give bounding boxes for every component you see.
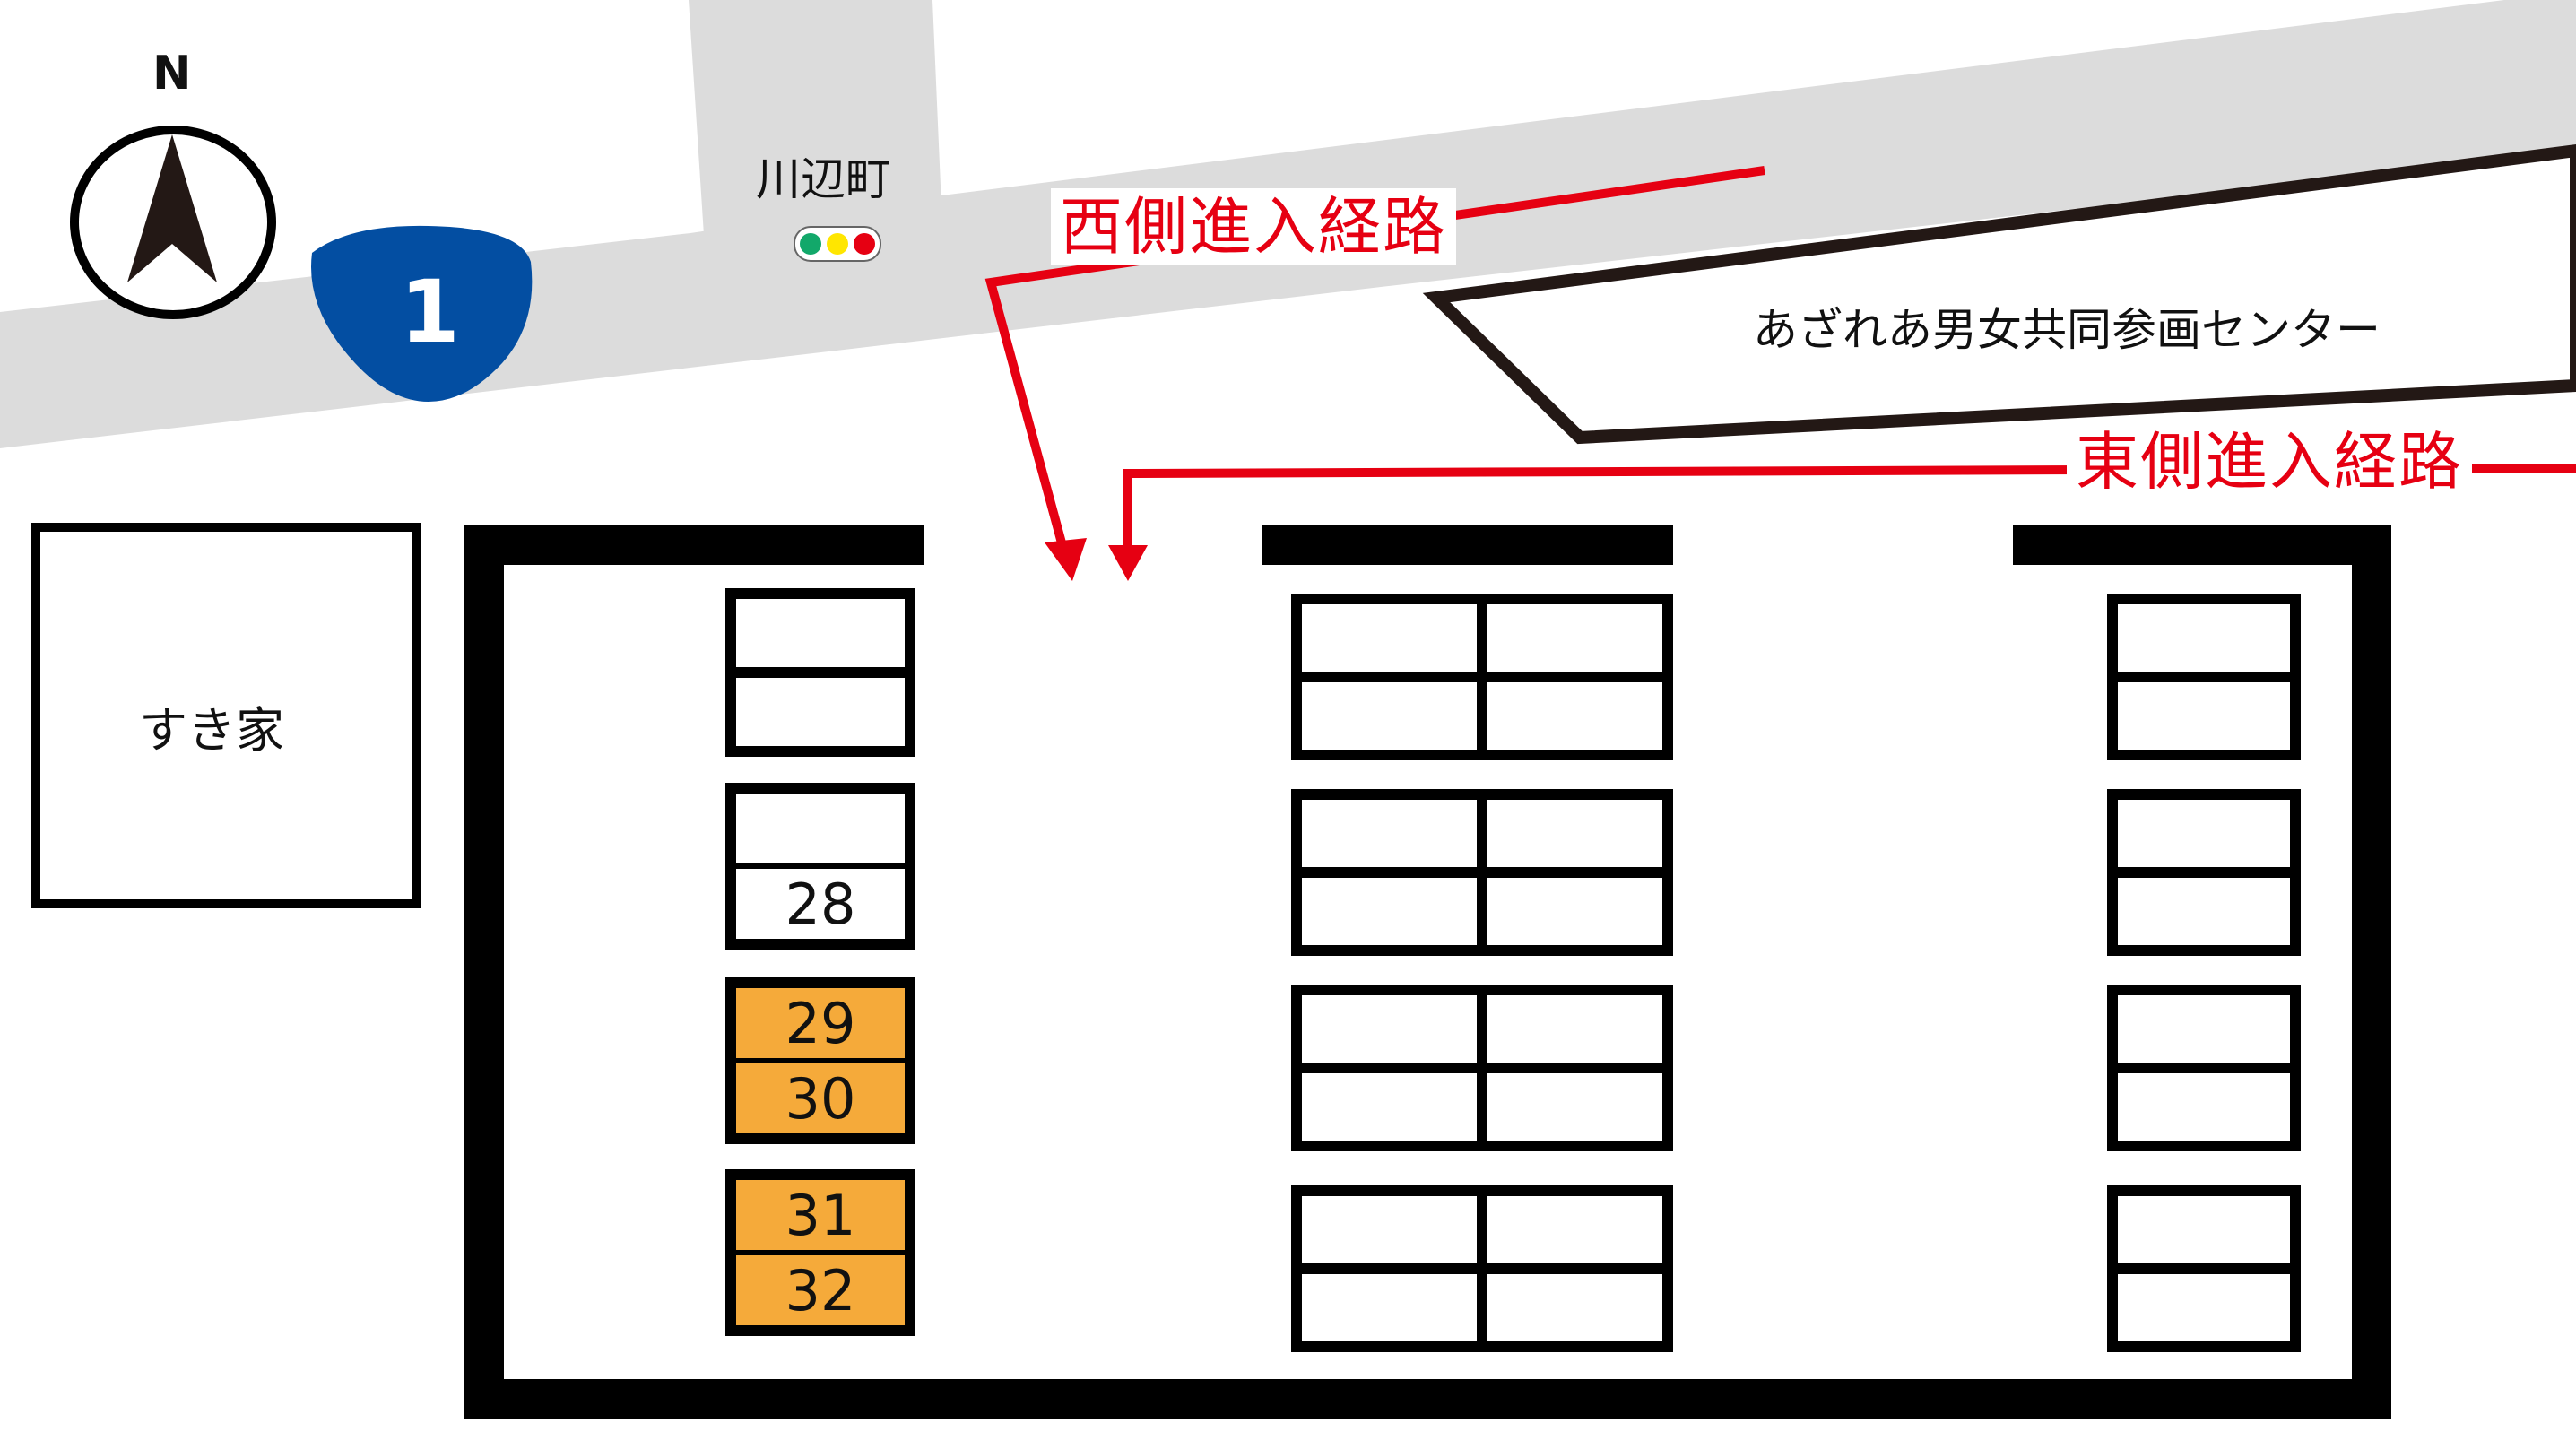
signal-green-icon — [800, 233, 821, 255]
stall-block-empty — [725, 783, 915, 869]
east-stall-blocks — [2107, 594, 2301, 1352]
signal-yellow-icon — [827, 233, 848, 255]
parking-stall-29: 29 — [725, 977, 915, 1063]
sukiya-label: すき家 — [139, 702, 284, 759]
north-arrow-icon — [127, 134, 217, 282]
west-stall-block-1 — [725, 588, 915, 757]
side-road — [689, 0, 941, 235]
parking-stall-31: 31 — [725, 1169, 915, 1255]
parking-stall-32: 32 — [725, 1250, 915, 1336]
compass-north-label: N — [152, 47, 192, 100]
parking-stall-28: 28 — [725, 863, 915, 950]
center-stall-blocks — [1291, 594, 1673, 1352]
sukiya-building — [31, 523, 421, 908]
parking-stall-30: 30 — [725, 1058, 915, 1144]
west-route-arrowhead — [1045, 538, 1087, 581]
intersection-name: 川辺町 — [756, 153, 890, 205]
east-route-arrowhead — [1108, 545, 1148, 581]
signal-red-icon — [854, 233, 875, 255]
east-route-label: 東側進入経路 — [2067, 423, 2472, 500]
center-building-outline — [1422, 143, 2576, 445]
route-1-shield-icon — [311, 225, 533, 402]
route-shield-number: 1 — [400, 262, 460, 362]
west-route-line — [984, 166, 1765, 558]
west-route-label: 西側進入経路 — [1051, 188, 1456, 265]
lot-perimeter — [464, 525, 2391, 1419]
center-building-label: あざれあ男女共同参画センター — [1753, 304, 2381, 356]
